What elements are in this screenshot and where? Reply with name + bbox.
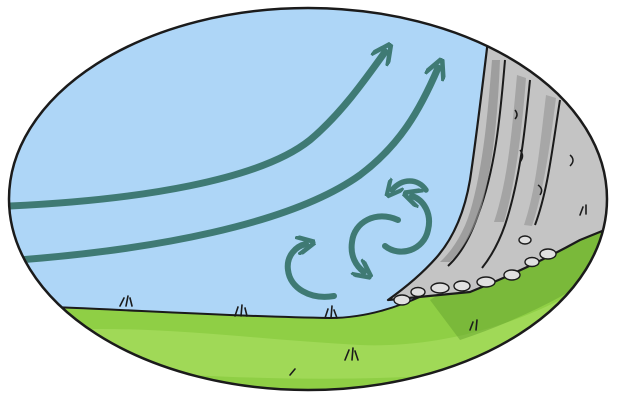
- rock: [477, 277, 495, 287]
- rock: [504, 270, 520, 280]
- rock: [411, 288, 425, 297]
- rock: [431, 283, 449, 293]
- rock: [394, 295, 410, 305]
- rock: [519, 236, 531, 244]
- rock: [454, 281, 470, 291]
- rock: [540, 249, 556, 259]
- rock: [525, 258, 539, 267]
